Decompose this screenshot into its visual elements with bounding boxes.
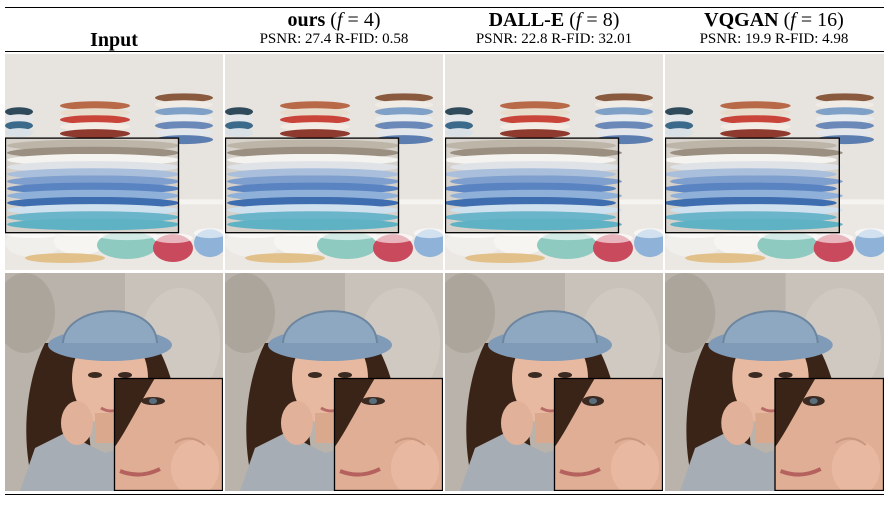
factor-symbol: f [575,9,582,31]
plates-photo [445,54,663,271]
column-header-ours: ours (f = 4) PSNR: 27.4 R-FID: 0.58 [259,9,409,47]
plates-photo [665,54,884,271]
column-header-dalle: DALL-E (f = 8) PSNR: 22.8 R-FID: 32.01 [475,9,633,47]
plates-image-ours [225,54,443,271]
column-label-dalle: DALL-E [488,9,565,31]
psnr-label: PSNR: [699,31,742,47]
rfid-label: R-FID: [335,31,379,47]
portrait-image-dalle [445,273,663,491]
portrait-image-ours [225,273,443,491]
portrait-photo [445,273,663,491]
psnr-value-dalle: 22.8 [521,31,548,47]
portrait-photo [225,273,443,491]
header-rule [5,51,884,52]
rfid-value-dalle: 32.01 [598,31,633,47]
psnr-label: PSNR: [475,31,518,47]
plates-image-input [5,54,223,271]
portrait-image-input [5,273,223,491]
factor-symbol: f [790,9,796,31]
rfid-label: R-FID: [551,31,595,47]
portrait-image-vqgan [665,273,884,491]
factor-vqgan: 16 [817,9,838,31]
table-header: Input ours (f = 4) PSNR: 27.4 R-FID: 0.5… [5,8,884,51]
column-label-ours: ours [287,9,326,31]
factor-dalle: 8 [602,9,613,31]
psnr-value-ours: 27.4 [305,31,332,47]
factor-symbol: f [336,9,343,31]
factor-ours: 4 [363,9,374,31]
comparison-grid [5,54,884,491]
portrait-photo [665,273,884,491]
bottom-rule [5,494,884,495]
plates-image-vqgan [665,54,884,271]
column-header-vqgan: VQGAN (f = 16) PSNR: 19.9 R-FID: 4.98 [699,9,849,47]
rfid-label: R-FID: [775,31,819,47]
psnr-value-vqgan: 19.9 [745,31,772,47]
psnr-label: PSNR: [259,31,302,47]
column-header-input: Input [5,8,223,51]
rfid-value-vqgan: 4.98 [822,31,849,47]
column-label-vqgan: VQGAN [704,9,779,31]
column-label-input: Input [90,29,138,51]
plates-photo [225,54,443,271]
top-rule [5,7,884,8]
rfid-value-ours: 0.58 [382,31,409,47]
plates-image-dalle [445,54,663,271]
plates-photo [5,54,223,271]
portrait-photo [5,273,223,491]
